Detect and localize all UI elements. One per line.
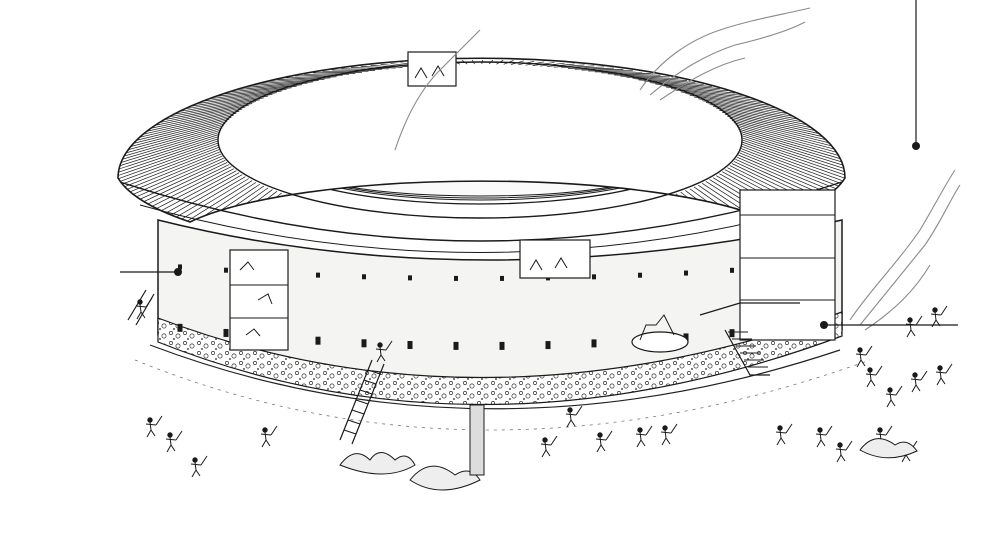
soldier-figure — [905, 315, 923, 338]
smoke-plumes — [394, 7, 961, 331]
courtyard-well — [631, 314, 689, 353]
soldier-figure — [190, 455, 208, 478]
soldier-figure — [540, 435, 558, 458]
ground — [134, 344, 871, 431]
soldier-figure — [865, 365, 883, 388]
soldier-figure — [145, 415, 163, 438]
soldier-figure — [660, 423, 678, 446]
soldier-figure — [910, 370, 928, 393]
callout-top-right — [912, 0, 920, 150]
soldier-figure — [635, 425, 653, 448]
top-chamber — [407, 51, 457, 87]
attacking-soldiers — [135, 297, 953, 478]
gate-opening — [519, 239, 591, 279]
soldier-figure — [885, 385, 903, 408]
soldier-figure — [565, 405, 583, 428]
soldier-figure — [375, 340, 393, 363]
outer-wall — [157, 219, 843, 406]
ladders — [127, 289, 385, 445]
soldier-figure — [135, 297, 153, 320]
cutaway-right — [699, 189, 836, 376]
soldier-figure — [165, 430, 183, 453]
soldier-figure — [935, 363, 953, 386]
soldier-figure — [815, 425, 833, 448]
ladder-far-left — [127, 289, 155, 326]
soldier-figure — [930, 305, 948, 328]
callout-left — [120, 268, 182, 276]
left-wall-marker — [174, 268, 182, 276]
rubble-piles — [339, 404, 918, 491]
soldier-figure — [595, 430, 613, 453]
soldier-figure — [775, 423, 793, 446]
right-breach-marker — [820, 321, 828, 329]
soldier-figure — [260, 425, 278, 448]
cutaway-left — [229, 249, 289, 351]
soldier-figure — [855, 345, 873, 368]
soldier-figure — [835, 440, 853, 463]
callout-right — [820, 321, 958, 329]
top-right-marker — [912, 142, 920, 150]
stone-foundation — [157, 311, 843, 406]
